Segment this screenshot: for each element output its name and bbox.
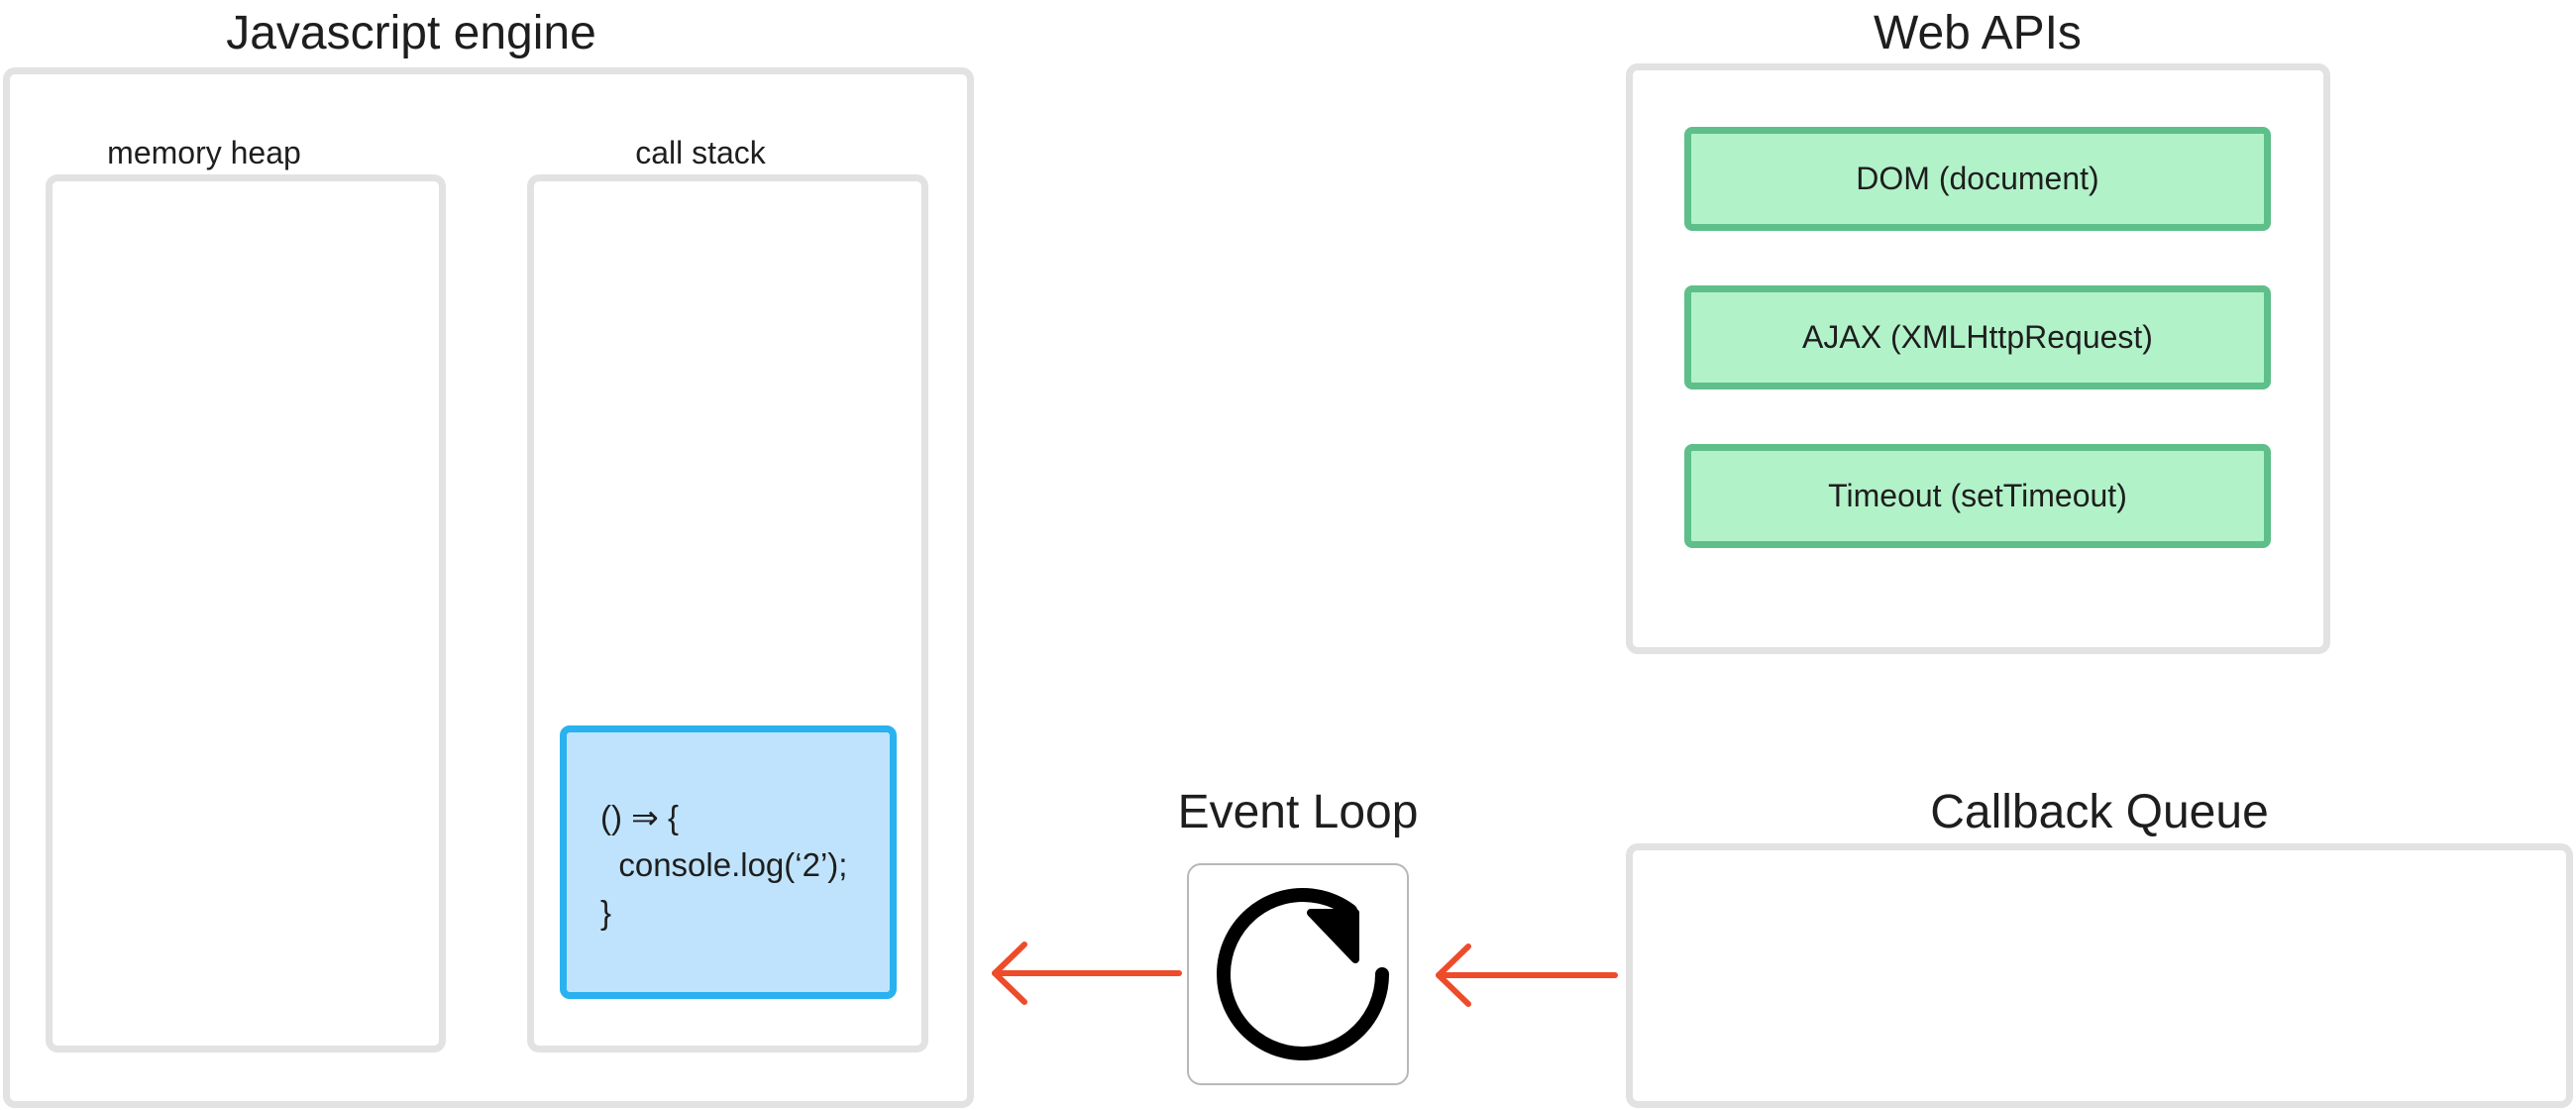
web-api-timeout-label: Timeout (setTimeout): [1828, 478, 2127, 513]
callback-queue-title: Callback Queue: [1930, 786, 2269, 838]
web-api-dom-label: DOM (document): [1856, 161, 2099, 196]
arrow-loop-to-stack: [992, 942, 1182, 1005]
call-stack-label: call stack: [635, 135, 766, 170]
refresh-icon: [1217, 888, 1389, 1060]
memory-heap-panel: [46, 174, 446, 1053]
web-api-ajax-label: AJAX (XMLHttpRequest): [1802, 319, 2153, 355]
web-api-ajax[interactable]: AJAX (XMLHttpRequest): [1684, 285, 2271, 389]
code-line-3: }: [600, 894, 612, 931]
web-apis-title: Web APIs: [1874, 7, 2082, 59]
memory-heap-label: memory heap: [107, 135, 301, 170]
web-api-dom[interactable]: DOM (document): [1684, 127, 2271, 231]
event-loop-box[interactable]: [1187, 863, 1409, 1085]
web-api-timeout[interactable]: Timeout (setTimeout): [1684, 444, 2271, 548]
event-loop-title: Event Loop: [1177, 786, 1419, 838]
call-stack-frame[interactable]: () ⇒ { console.log(‘2’); }: [560, 725, 897, 999]
callback-queue-panel: [1626, 843, 2573, 1108]
engine-title: Javascript engine: [226, 7, 596, 59]
arrow-queue-to-loop: [1436, 944, 1618, 1007]
code-line-1: () ⇒ {: [600, 799, 679, 835]
code-line-2: console.log(‘2’);: [600, 846, 848, 883]
